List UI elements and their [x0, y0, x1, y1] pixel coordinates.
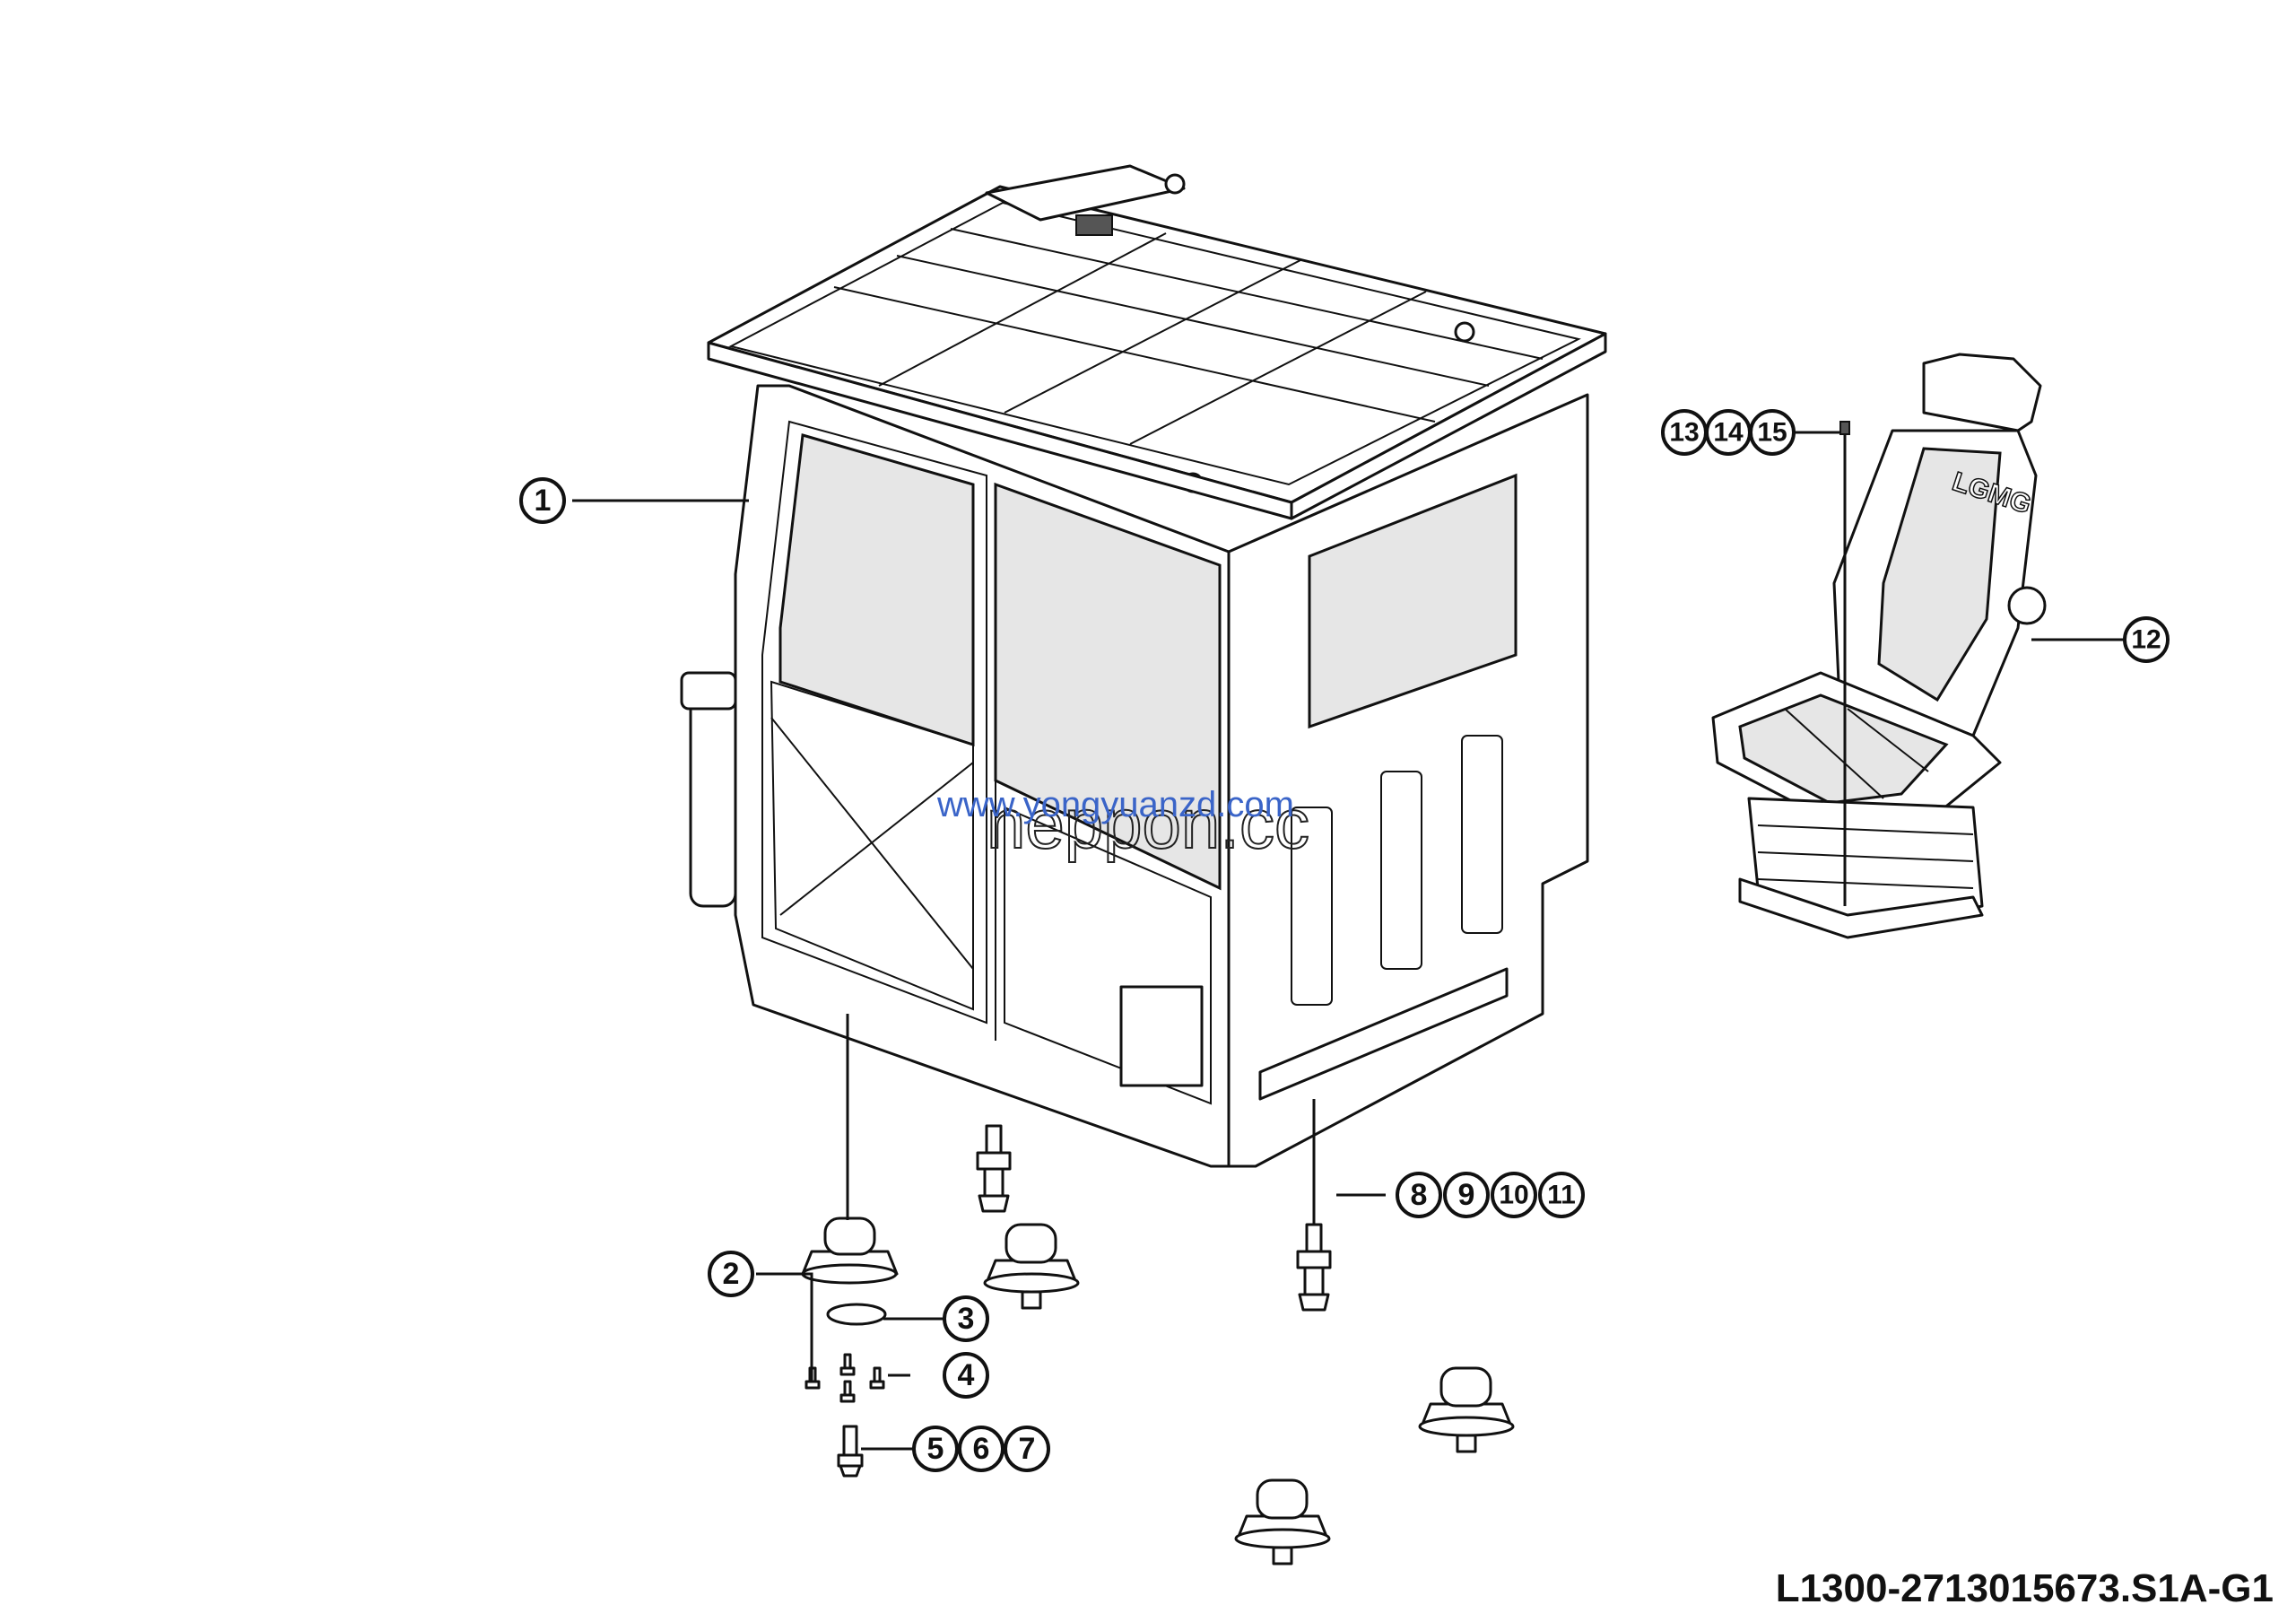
nut-13-14-15	[1839, 421, 1850, 906]
callout-14-label: 14	[1713, 418, 1744, 448]
callout-7: 7	[1004, 1426, 1050, 1472]
callout-10-label: 10	[1499, 1181, 1528, 1210]
callout-1-label: 1	[535, 484, 552, 518]
watermark-large: neppon.cc	[987, 784, 1309, 863]
callout-9-label: 9	[1458, 1178, 1475, 1212]
callout-11: 11	[1538, 1172, 1585, 1218]
washer	[826, 1303, 887, 1326]
callout-6-label: 6	[973, 1432, 990, 1466]
callout-11-label: 11	[1547, 1181, 1576, 1210]
callout-3-label: 3	[958, 1302, 975, 1336]
rubber-mount-1	[801, 1216, 899, 1285]
leader-lines	[572, 431, 2126, 1451]
callout-5-label: 5	[927, 1432, 944, 1466]
rubber-mount-3	[1234, 1478, 1331, 1565]
watermark-url: www.yongyuanzd.com	[936, 785, 1294, 824]
mount-bolt-front	[976, 1124, 1012, 1213]
callout-3: 3	[943, 1295, 989, 1342]
bolt-5-6-7	[837, 1425, 864, 1478]
callout-6: 6	[958, 1426, 1004, 1472]
callout-12-label: 12	[2131, 625, 2161, 655]
callout-1: 1	[519, 477, 566, 524]
callout-4: 4	[943, 1352, 989, 1399]
callout-2: 2	[708, 1251, 754, 1297]
callout-5: 5	[912, 1426, 959, 1472]
callout-13: 13	[1661, 409, 1708, 456]
callout-8: 8	[1396, 1172, 1442, 1218]
callout-2-label: 2	[723, 1257, 740, 1291]
callout-13-label: 13	[1669, 418, 1699, 448]
callout-14: 14	[1705, 409, 1752, 456]
callout-4-label: 4	[958, 1358, 975, 1392]
cab-assembly	[680, 164, 1607, 1168]
rubber-mount-2	[983, 1223, 1080, 1310]
drawing-code: L1300-2713015673.S1A-G1	[1776, 1566, 2274, 1610]
callout-15: 15	[1749, 409, 1796, 456]
rubber-mount-4	[1418, 1366, 1515, 1453]
screws	[804, 1353, 885, 1403]
mount-bolt-rear	[1296, 1223, 1332, 1312]
operator-seat: LGMG	[1711, 353, 2047, 939]
callout-7-label: 7	[1019, 1432, 1036, 1466]
callout-9: 9	[1443, 1172, 1490, 1218]
roof-guard	[707, 164, 1607, 520]
callout-8-label: 8	[1411, 1178, 1428, 1212]
callout-15-label: 15	[1757, 418, 1787, 448]
cab-body	[680, 384, 1589, 1168]
callout-10: 10	[1491, 1172, 1537, 1218]
callout-12: 12	[2123, 616, 2170, 663]
